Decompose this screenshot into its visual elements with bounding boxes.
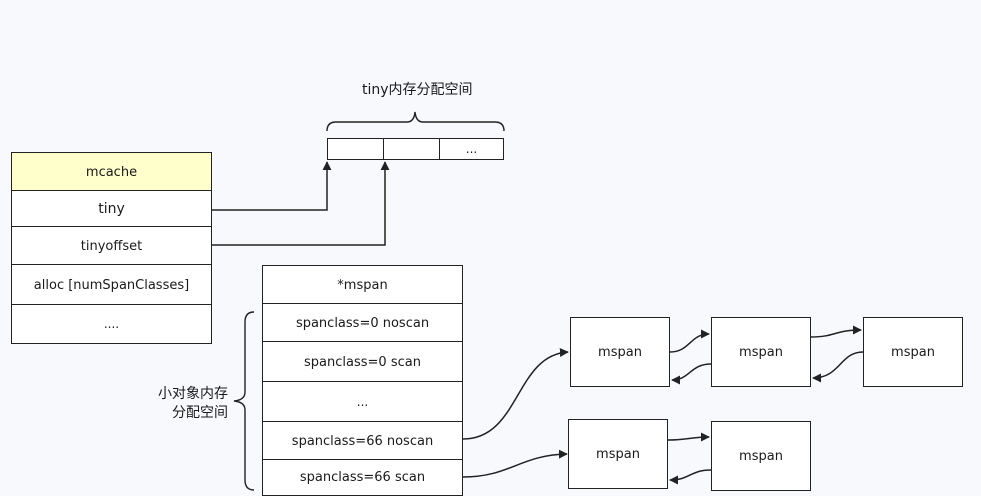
link-l1-1-next	[669, 329, 710, 353]
mspan-node: mspan	[711, 317, 811, 387]
tiny-cell: ...	[439, 138, 504, 160]
tiny-space-label: tiny内存分配空间	[362, 82, 473, 98]
arrow-noscan-to-mspan	[462, 347, 569, 440]
arrow-scan-to-mspan	[462, 449, 568, 478]
link-l1-2-prev	[671, 363, 712, 385]
tiny-cell	[383, 138, 441, 160]
arrow-tiny-to-cell	[212, 161, 332, 211]
mspan-array-row: spanclass=66 scan	[262, 459, 463, 496]
mspan-array-row: spanclass=0 noscan	[262, 303, 463, 343]
mcache-field-tinyoffset: tinyoffset	[11, 226, 212, 266]
mspan-array-row: spanclass=0 scan	[262, 341, 463, 383]
tiny-space-brace	[326, 111, 505, 132]
mcache-field-tiny: tiny	[11, 190, 212, 228]
mspan-array-title: *mspan	[262, 265, 463, 305]
small-object-label-line2: 分配空间	[172, 405, 228, 421]
link-l1-2-next	[810, 325, 862, 338]
mcache-title: mcache	[11, 152, 212, 192]
mspan-node: mspan	[711, 421, 811, 491]
mspan-array-row: spanclass=66 noscan	[262, 421, 463, 461]
mspan-node: mspan	[863, 317, 963, 387]
mspan-array-row: ...	[262, 381, 463, 423]
mspan-node: mspan	[570, 317, 670, 387]
mcache-field-more: ....	[11, 304, 212, 344]
small-object-label-line1: 小对象内存	[158, 386, 228, 402]
mcache-field-alloc: alloc [numSpanClasses]	[11, 264, 212, 306]
link-l1-3-prev	[812, 351, 864, 383]
link-l2-1-next	[667, 432, 710, 442]
tiny-cell	[327, 138, 385, 160]
link-l2-2-prev	[669, 469, 712, 485]
arrow-tinyoffset-to-cell	[212, 161, 390, 246]
small-object-brace	[233, 311, 255, 491]
mspan-node: mspan	[568, 419, 668, 489]
